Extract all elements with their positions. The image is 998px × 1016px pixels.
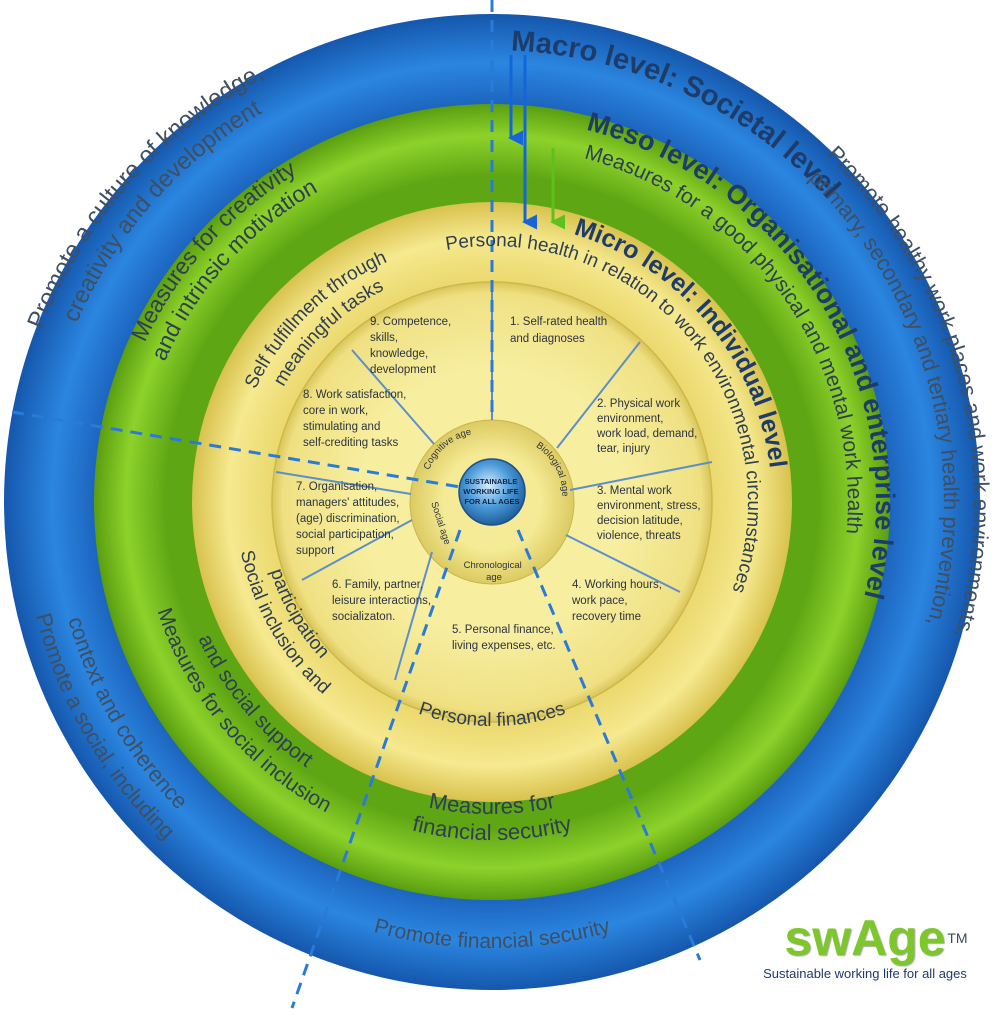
age-chronological-line-1: Chronological <box>464 560 522 571</box>
factor-6-line-2: leisure interactions, <box>332 595 431 607</box>
factor-3-line-3: decision latitude, <box>597 515 683 527</box>
factor-7: 7. Organisation, managers' attitudes, (a… <box>296 481 403 557</box>
logo-tagline: Sustainable working life for all ages <box>763 966 967 981</box>
factor-5: 5. Personal finance, living expenses, et… <box>452 624 557 652</box>
factor-labels: 1. Self-rated health and diagnoses 2. Ph… <box>296 316 704 652</box>
factor-1-line-2: and diagnoses <box>510 333 585 345</box>
factor-7-line-1: 7. Organisation, <box>296 481 377 493</box>
factor-3: 3. Mental work environment, stress, deci… <box>597 485 704 542</box>
factor-9-line-2: skills, <box>370 332 398 344</box>
factor-9-line-1: 9. Competence, <box>370 316 451 328</box>
factor-2-line-2: environment, <box>597 413 663 425</box>
core-circle <box>458 458 526 526</box>
factor-1: 1. Self-rated health and diagnoses <box>510 316 610 345</box>
factor-8-line-3: stimulating and <box>303 421 380 433</box>
factor-2: 2. Physical work environment, work load,… <box>596 398 701 455</box>
factor-4: 4. Working hours, work pace, recovery ti… <box>571 579 665 623</box>
level-arrows <box>508 55 565 230</box>
factor-2-line-4: tear, injury <box>597 443 650 455</box>
age-chronological: Chronological age <box>464 560 525 583</box>
factor-7-line-4: social participation, <box>296 529 394 541</box>
factor-4-line-3: recovery time <box>572 611 641 623</box>
factor-6-line-1: 6. Family, partner, <box>332 579 423 591</box>
factor-4-line-1: 4. Working hours, <box>572 579 662 591</box>
factor-6: 6. Family, partner, leisure interactions… <box>332 579 434 623</box>
factor-7-line-2: managers' attitudes, <box>296 497 399 509</box>
factor-4-line-2: work pace, <box>571 595 628 607</box>
factor-3-line-4: violence, threats <box>597 530 681 542</box>
core-text-line-3: FOR ALL AGES <box>464 497 519 506</box>
factor-8-line-1: 8. Work satisfaction, <box>303 389 406 401</box>
factor-1-line-1: 1. Self-rated health <box>510 316 607 328</box>
sector-dash-lines <box>11 0 702 1009</box>
factor-9-line-3: knowledge, <box>370 348 428 360</box>
core-text-line-1: SUSTAINABLE <box>465 477 518 486</box>
factor-7-line-5: support <box>296 545 335 557</box>
factor-8-line-4: self-crediting tasks <box>303 437 398 449</box>
core-text-line-2: WORKING LIFE <box>463 487 518 496</box>
factor-9: 9. Competence, skills, knowledge, develo… <box>370 316 454 376</box>
factor-8: 8. Work satisfaction, core in work, stim… <box>303 389 410 449</box>
factor-3-line-1: 3. Mental work <box>597 485 672 497</box>
factor-5-line-1: 5. Personal finance, <box>452 624 554 636</box>
factor-7-line-3: (age) discrimination, <box>296 513 400 525</box>
logo-name: swAge <box>784 910 946 966</box>
core-text: SUSTAINABLE WORKING LIFE FOR ALL AGES <box>463 477 521 506</box>
factor-6-line-3: socializaton. <box>332 611 395 623</box>
factor-9-line-4: development <box>370 364 437 376</box>
age-chronological-line-2: age <box>486 572 502 583</box>
factor-2-line-1: 2. Physical work <box>597 398 680 410</box>
factor-3-line-2: environment, stress, <box>597 500 701 512</box>
factor-8-line-2: core in work, <box>303 405 368 417</box>
factor-spokes <box>275 285 713 681</box>
factor-5-line-2: living expenses, etc. <box>452 640 556 652</box>
logo-trademark: TM <box>947 930 968 946</box>
factor-2-line-3: work load, demand, <box>596 428 697 440</box>
